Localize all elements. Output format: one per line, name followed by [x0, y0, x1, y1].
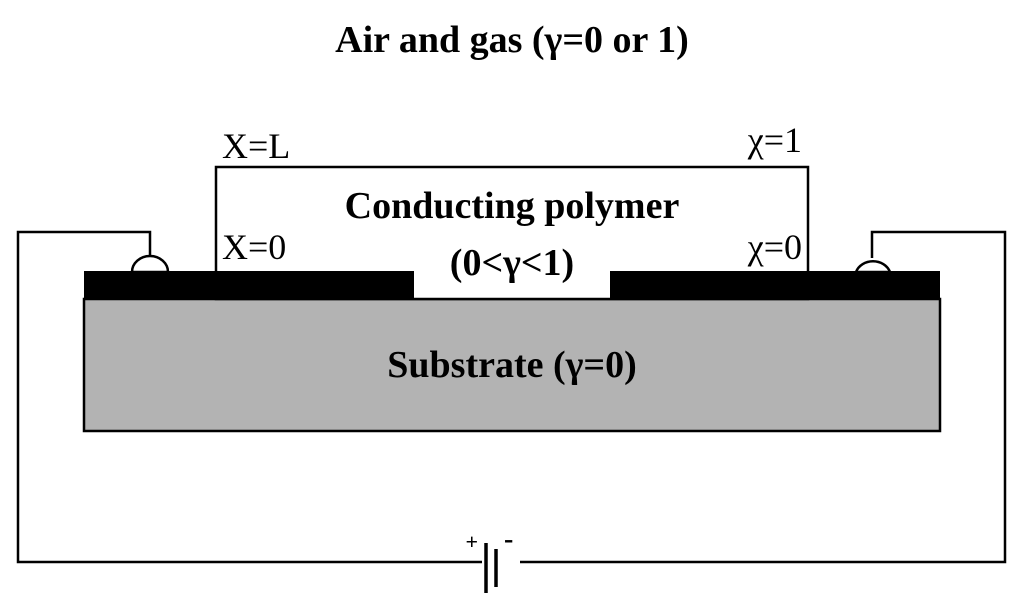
x-bottom-label: X=0	[222, 227, 286, 267]
polymer-label: Conducting polymer	[345, 185, 680, 227]
diagram-title: Air and gas (γ=0 or 1)	[335, 19, 689, 61]
left-contact	[130, 254, 170, 274]
chi-bottom-label: χ=0	[747, 227, 802, 267]
x-top-label: X=L	[222, 126, 290, 166]
battery-minus-sign: -	[504, 524, 513, 555]
substrate-layer	[82, 297, 942, 433]
circuit-wire	[16, 230, 1007, 564]
right-electrode	[610, 271, 940, 300]
battery-icon: + -	[465, 524, 513, 593]
right-contact	[854, 260, 892, 274]
substrate-label: Substrate (γ=0)	[387, 344, 636, 386]
battery-plus-sign: +	[465, 529, 478, 554]
polymer-range-label: (0<γ<1)	[450, 242, 574, 284]
chi-top-label: χ=1	[747, 120, 802, 160]
left-electrode	[84, 271, 414, 300]
